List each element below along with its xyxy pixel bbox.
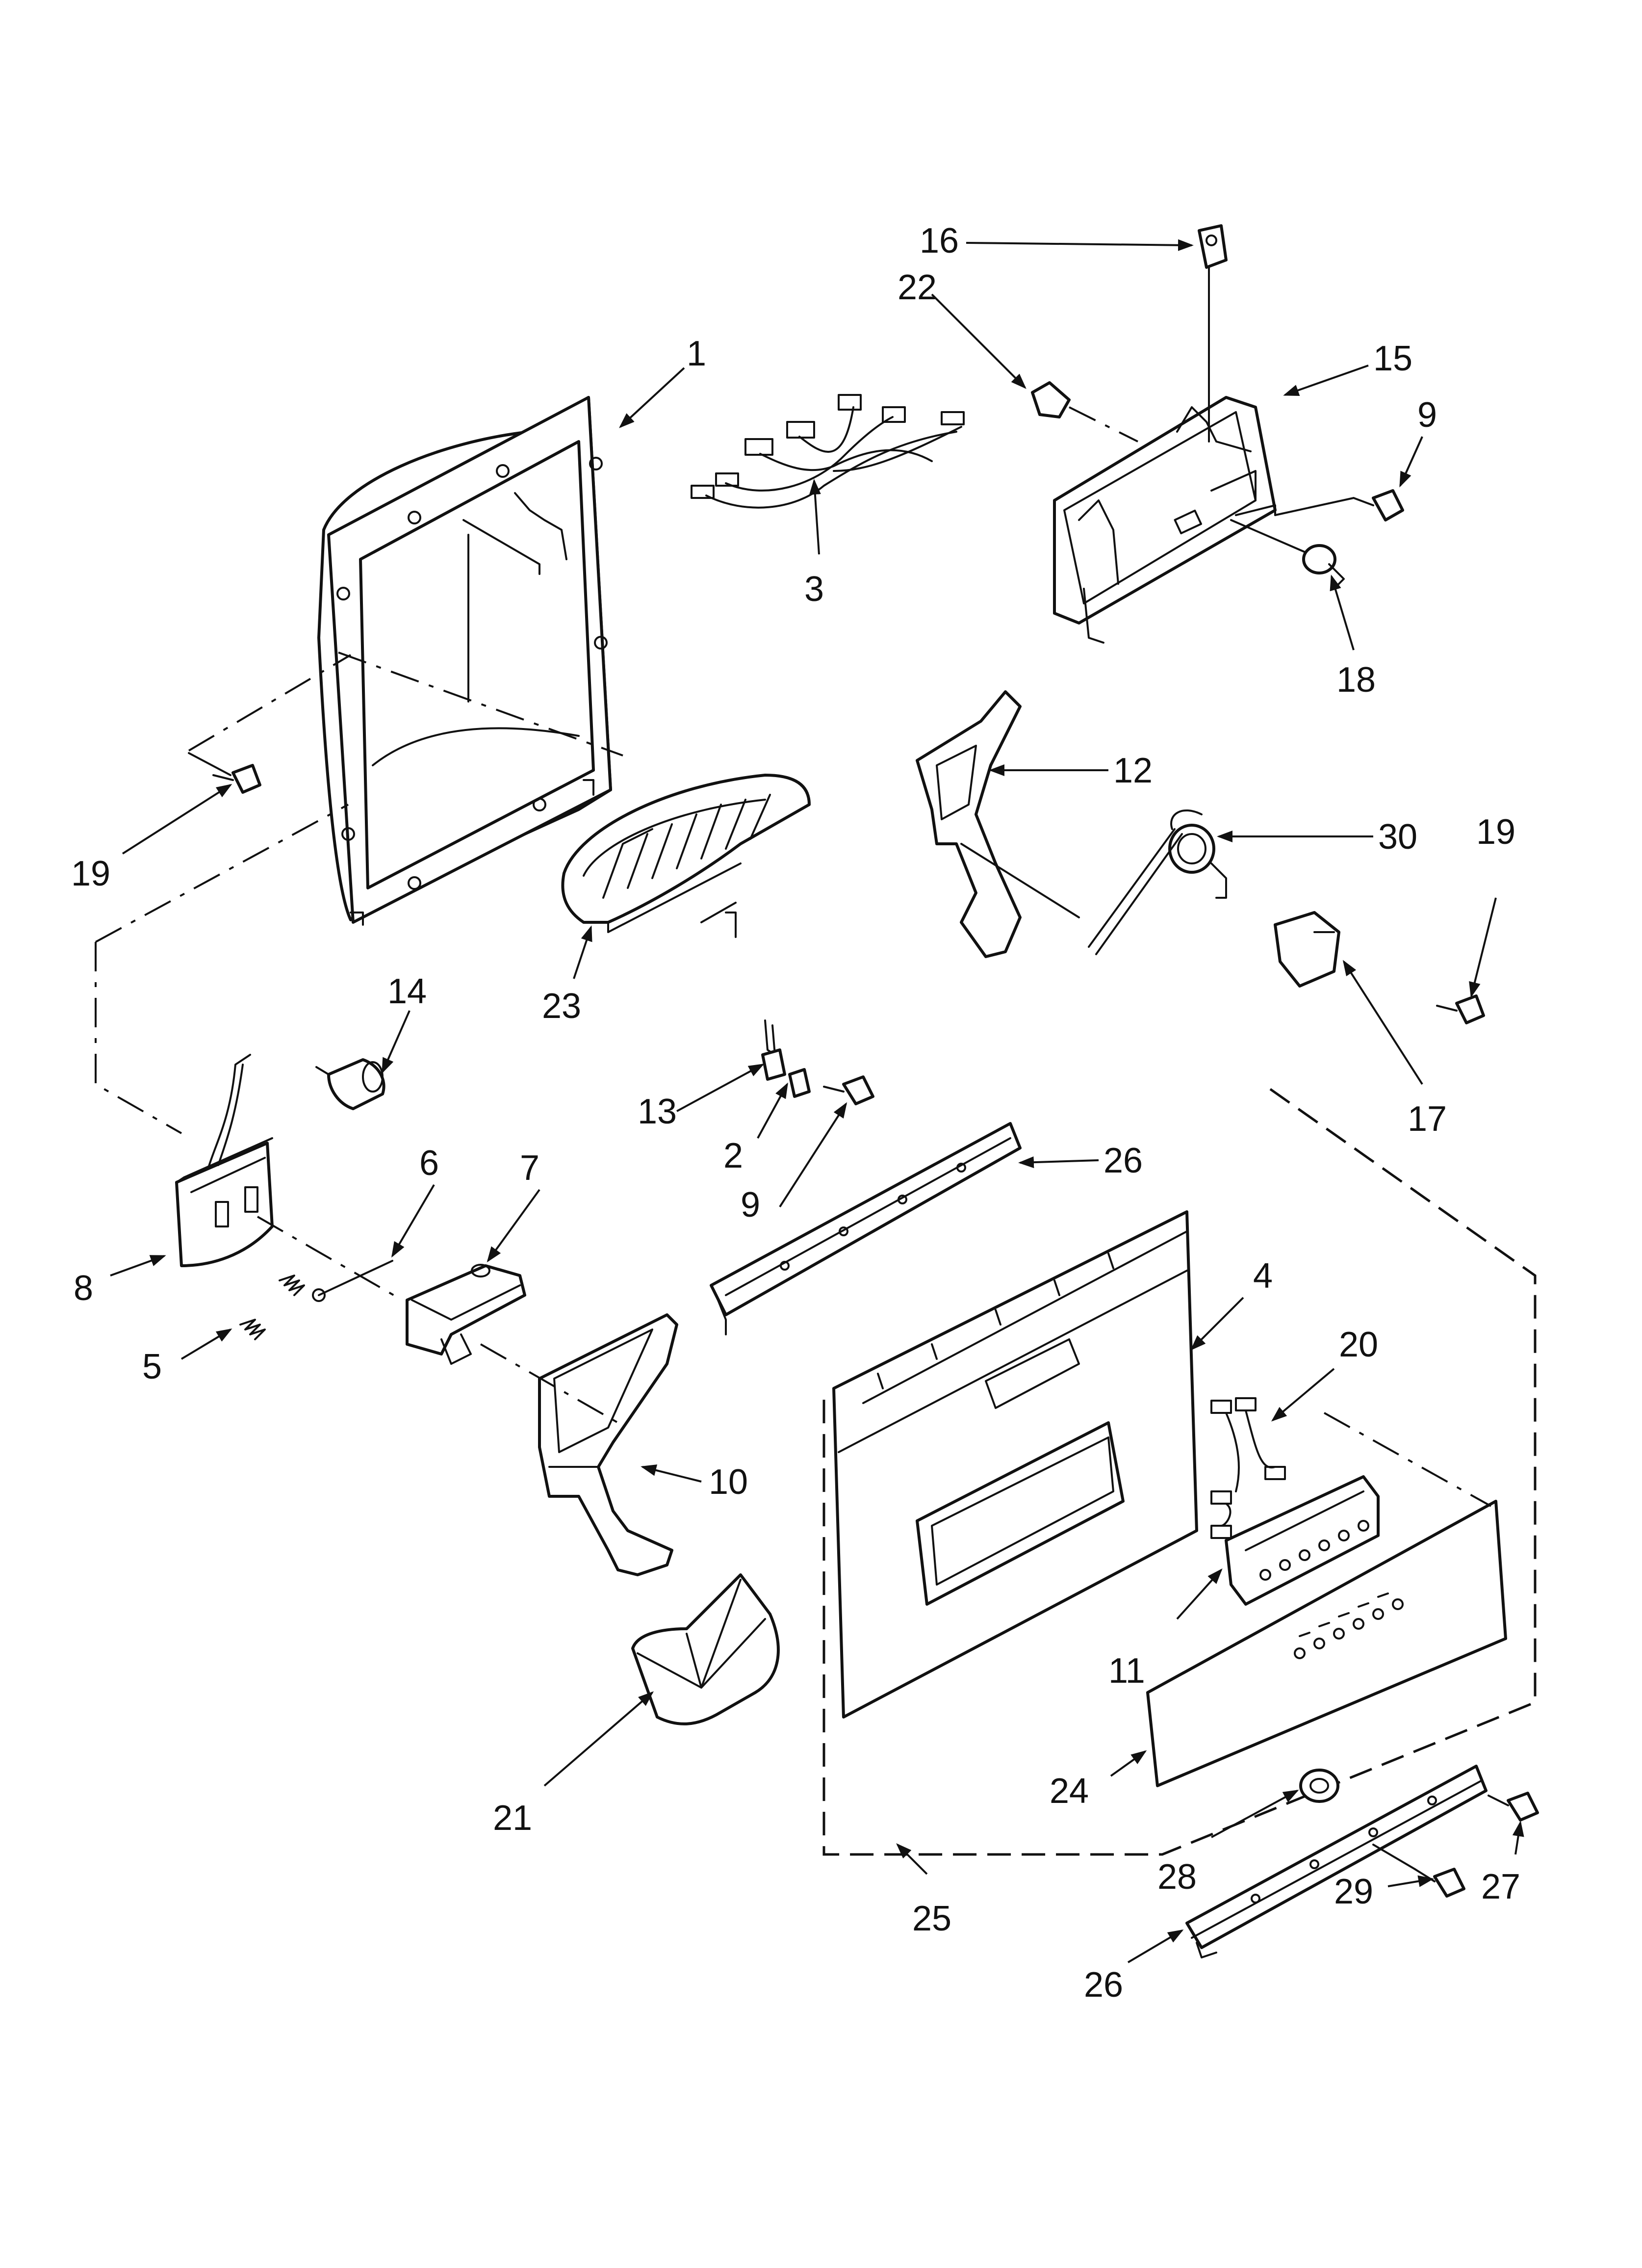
callout-19-left: 19: [71, 854, 110, 893]
callout-19-right: 19: [1476, 812, 1515, 852]
callout-14: 14: [387, 972, 427, 1011]
part-4-front-panel: [832, 1210, 1198, 1719]
part-22-plug: [1031, 381, 1138, 443]
callout-labels: 1 2 3 4 5 6 7 8 9 9 10 11 12 13 14 15 16…: [71, 221, 1520, 2005]
part-17-bracket: [1274, 911, 1340, 988]
callout-22: 22: [898, 268, 937, 307]
part-14-motor: [315, 1058, 385, 1110]
part-20-wire-harness: [1210, 1397, 1286, 1539]
callout-18: 18: [1336, 660, 1376, 700]
callout-8: 8: [74, 1269, 93, 1308]
part-18-lamp-socket: [1230, 519, 1345, 590]
part-2-clip: [788, 1068, 811, 1098]
callout-28: 28: [1157, 1857, 1197, 1897]
callout-11: 11: [1108, 1651, 1145, 1691]
part-13-spring: [761, 1019, 786, 1081]
callout-17: 17: [1408, 1099, 1447, 1139]
part-16-switch: [1198, 224, 1228, 443]
part-26-rail-top: [710, 1122, 1022, 1335]
part-11-control-board: [1225, 1475, 1380, 1606]
part-19-screw-left: [188, 654, 352, 794]
callout-30: 30: [1378, 817, 1417, 857]
part-23-drip-tray: [561, 774, 811, 938]
callout-15: 15: [1373, 339, 1412, 378]
part-10-actuator-paddle: [480, 1313, 678, 1576]
callout-9-top: 9: [1417, 395, 1437, 435]
callout-leaders: [110, 239, 1524, 1963]
callout-26-top: 26: [1103, 1141, 1143, 1180]
part-3-wire-harness: [691, 394, 965, 509]
callout-16: 16: [920, 221, 959, 261]
callout-10: 10: [709, 1462, 748, 1502]
part-30-solenoid: [1088, 809, 1227, 955]
part-6-pin: [312, 1260, 393, 1302]
callout-6: 6: [419, 1144, 439, 1183]
part-27-screw: [1488, 1792, 1539, 1822]
callout-9-middle: 9: [741, 1185, 760, 1225]
part-19-screw-right: [1436, 994, 1485, 1024]
part-15-dispenser-bracket: [1053, 396, 1277, 644]
part-24-overlay: [1146, 1412, 1507, 1787]
part-9-screw-middle: [823, 1075, 874, 1105]
callout-1: 1: [687, 334, 706, 373]
part-28-grommet: [1299, 1769, 1339, 1803]
part-9-screw-top: [1274, 489, 1404, 521]
callout-7: 7: [520, 1148, 539, 1188]
part-5-springs: [239, 1275, 305, 1340]
callout-25: 25: [912, 1899, 951, 1938]
callout-5: 5: [142, 1347, 162, 1386]
part-29-screw: [1372, 1844, 1465, 1898]
part-21-ice-chute: [631, 1573, 780, 1725]
callout-2: 2: [723, 1136, 743, 1175]
callout-3: 3: [804, 570, 824, 609]
callout-26-bottom: 26: [1084, 1965, 1123, 2005]
callout-12: 12: [1113, 751, 1153, 790]
part-7-latch: [406, 1264, 526, 1365]
part-25-assembly-outline: [822, 1088, 1537, 1856]
part-12-actuator-arm: [916, 690, 1080, 958]
part-26-rail-bottom: [1185, 1765, 1488, 1958]
callout-24: 24: [1050, 1772, 1089, 1811]
callout-21: 21: [493, 1799, 532, 1838]
part-1-dispenser-housing: [317, 396, 612, 926]
callout-23: 23: [542, 987, 581, 1026]
callout-20: 20: [1339, 1325, 1378, 1364]
callout-27: 27: [1481, 1867, 1520, 1906]
callout-29: 29: [1334, 1872, 1373, 1911]
part-8-module: [175, 1054, 403, 1301]
callout-4: 4: [1253, 1256, 1273, 1296]
callout-13: 13: [638, 1092, 677, 1131]
